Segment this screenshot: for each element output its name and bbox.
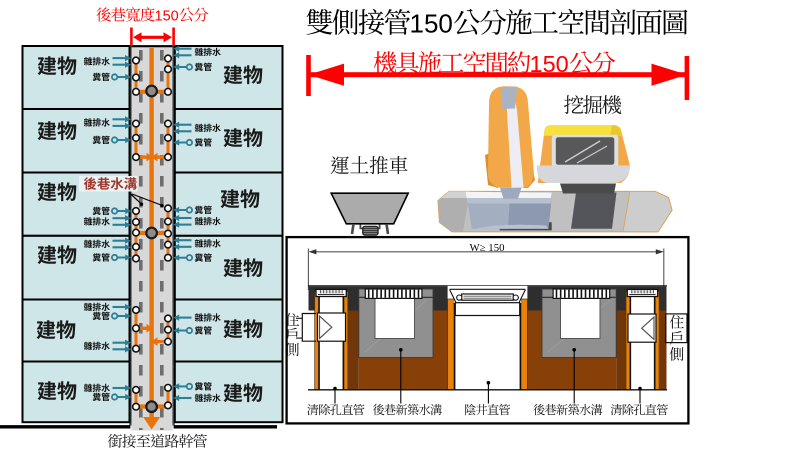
svg-text:150: 150 (155, 8, 179, 24)
svg-text:150: 150 (410, 9, 453, 39)
svg-text:150: 150 (530, 51, 569, 77)
svg-text:W≥ 150: W≥ 150 (469, 242, 504, 254)
